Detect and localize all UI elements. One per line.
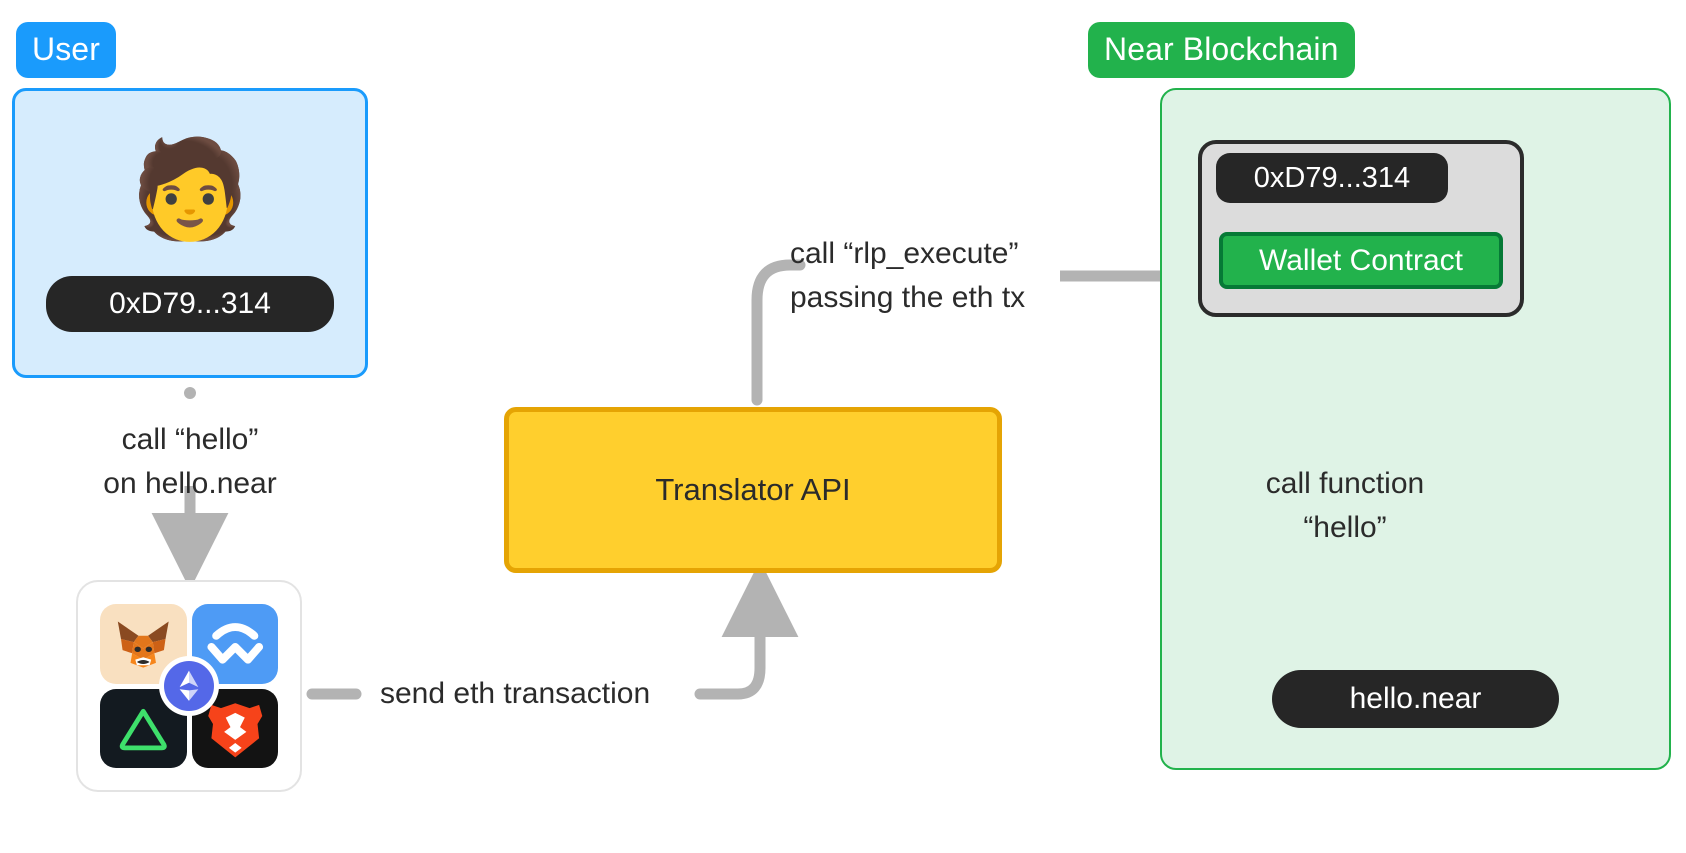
ethereum-icon-inner [164,661,214,711]
person-emoji-glyph: 🧑 [130,136,250,243]
edge-translator-curve [751,259,806,406]
group-title-near-blockchain: Near Blockchain [1088,22,1355,78]
edge-dot-user [184,387,196,399]
translator-api-node[interactable]: Translator API [504,407,1002,573]
wallet-icon-grid [78,582,300,790]
metamask-icon[interactable] [100,604,187,684]
edge-label-call-rlp-execute: call “rlp_execute” passing the eth tx [790,237,1026,314]
user-address-badge: 0xD79...314 [46,276,334,332]
edge-label-call-hello: call “hello” on hello.near [103,423,277,500]
ethereum-icon[interactable] [159,656,219,716]
group-title-user: User [16,22,116,78]
wallet-address-badge: 0xD79...314 [1216,153,1448,203]
wallets-card[interactable] [76,580,302,792]
edge-label-call-function-hello: call function “hello” [1265,467,1425,544]
edge-wallets-to-translator [694,560,799,700]
person-emoji-icon: 🧑 [12,125,368,255]
hello-near-node[interactable]: hello.near [1272,670,1559,728]
wallet-contract-node[interactable]: Wallet Contract [1219,232,1503,289]
edge-label-send-eth-transaction: send eth transaction [380,677,651,710]
